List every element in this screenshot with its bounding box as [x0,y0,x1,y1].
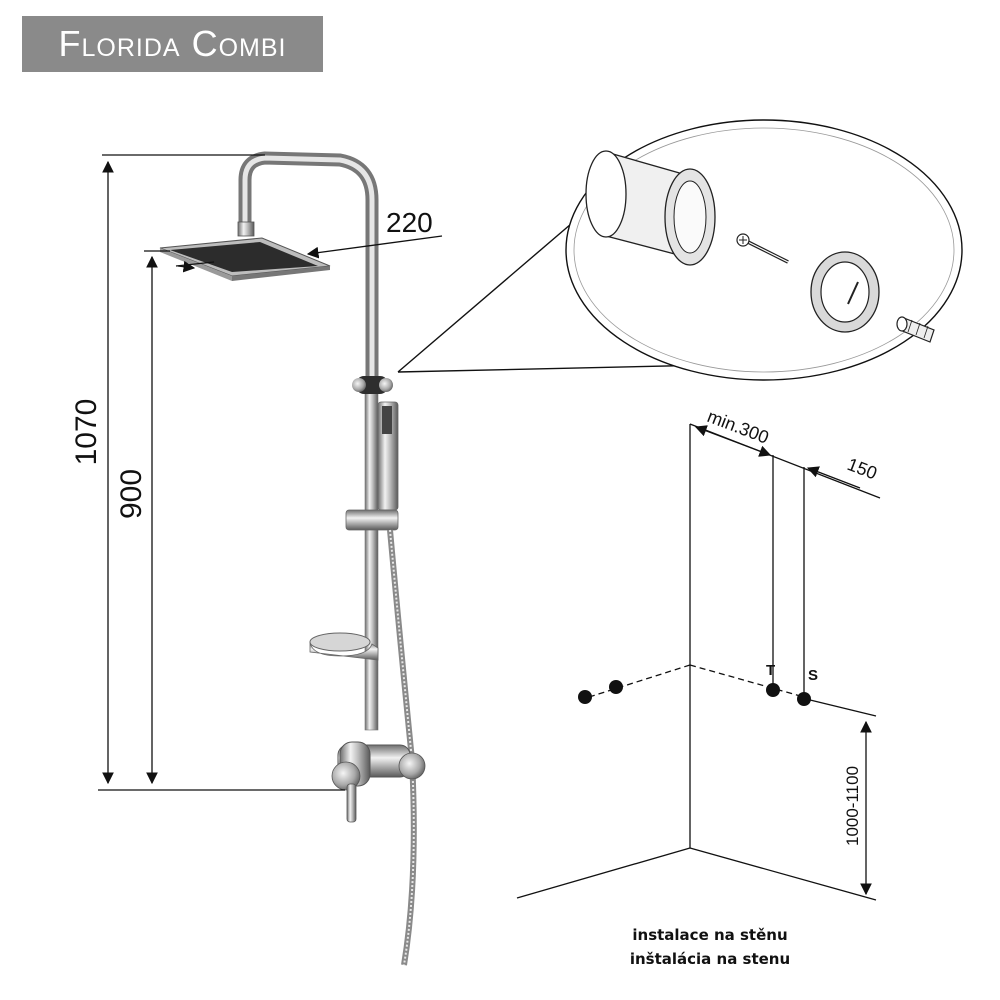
outlet-dot-left-2 [609,680,623,694]
dimension-lines-left [98,154,443,791]
wall-installation-diagram [516,423,881,901]
title-banner: Florida Combi [22,16,323,72]
min-spacing-label: min.300 [705,406,772,448]
bracket-cylinder [585,150,716,266]
head-size-label: 220 [386,207,433,238]
outlet-dot-left-1 [578,690,592,704]
ring-mount [810,251,880,333]
mount-height-label: 1000-1100 [843,766,862,846]
wall-bracket-detail [397,119,963,381]
outlet-label-t: T [766,662,775,679]
wall-plug [896,316,935,343]
outlet-label-s: S [808,667,818,684]
total-height-label: 1070 [70,399,103,466]
head-height-label: 900 [115,469,148,519]
caption-slovak: inštalácia na stenu [629,950,791,968]
product-title: Florida Combi [58,23,287,64]
outlet-spacing-label: 150 [845,454,880,483]
shower-column-illustration [159,151,426,966]
outlet-dot-s [797,692,811,706]
caption-czech: instalace na stěnu [632,926,788,944]
screw [736,233,789,264]
outlet-dot-t [766,683,780,697]
